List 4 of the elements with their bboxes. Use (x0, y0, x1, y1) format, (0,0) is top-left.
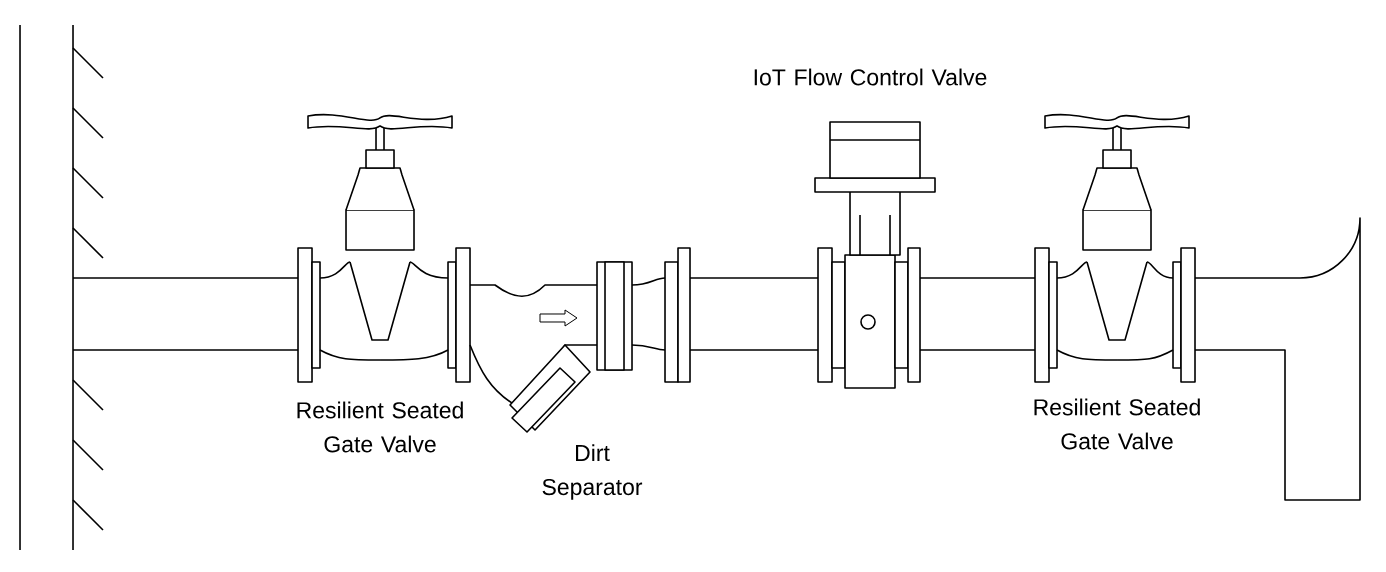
part-label: Resilient Seated Gate Valve (1034, 398, 1200, 450)
part-label: Resilient Seated Gate Valve (297, 401, 463, 453)
part-label: Dirt Separator (542, 444, 643, 500)
part-label: IoT Flow Control Valve (754, 68, 987, 86)
